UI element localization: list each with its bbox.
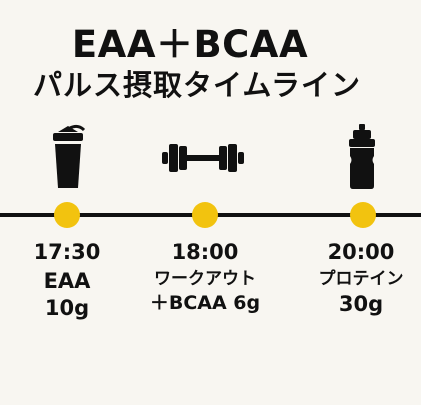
- entry-time: 20:00: [327, 240, 395, 264]
- title-line-2: パルス摂取タイムライン: [33, 68, 361, 102]
- entry-quantity: 10g: [44, 296, 90, 320]
- entry-quantity: ＋BCAA 6g: [149, 292, 261, 314]
- timeline-entry-1: 17:30 EAA 10g: [0, 242, 142, 319]
- timeline-entry-3: 20:00 プロテイン 30g: [286, 242, 421, 315]
- shaker-bottle-icon: [53, 124, 86, 188]
- timeline-dot-3: [350, 202, 376, 228]
- entry-quantity: 30g: [338, 292, 384, 316]
- entry-time: 17:30: [33, 240, 101, 264]
- timeline-dot-2: [192, 202, 218, 228]
- entry-time: 18:00: [171, 240, 239, 264]
- entry-name: プロテイン: [318, 269, 404, 289]
- entry-name: ワークアウト: [154, 269, 256, 289]
- dumbbell-icon: [162, 144, 244, 172]
- sports-bottle-icon: [349, 124, 375, 189]
- timeline-dot-1: [54, 202, 80, 228]
- entry-name: EAA: [43, 269, 91, 293]
- timeline-entry-2: 18:00 ワークアウト ＋BCAA 6g: [130, 242, 280, 313]
- title-line-1: EAA＋BCAA: [71, 23, 309, 66]
